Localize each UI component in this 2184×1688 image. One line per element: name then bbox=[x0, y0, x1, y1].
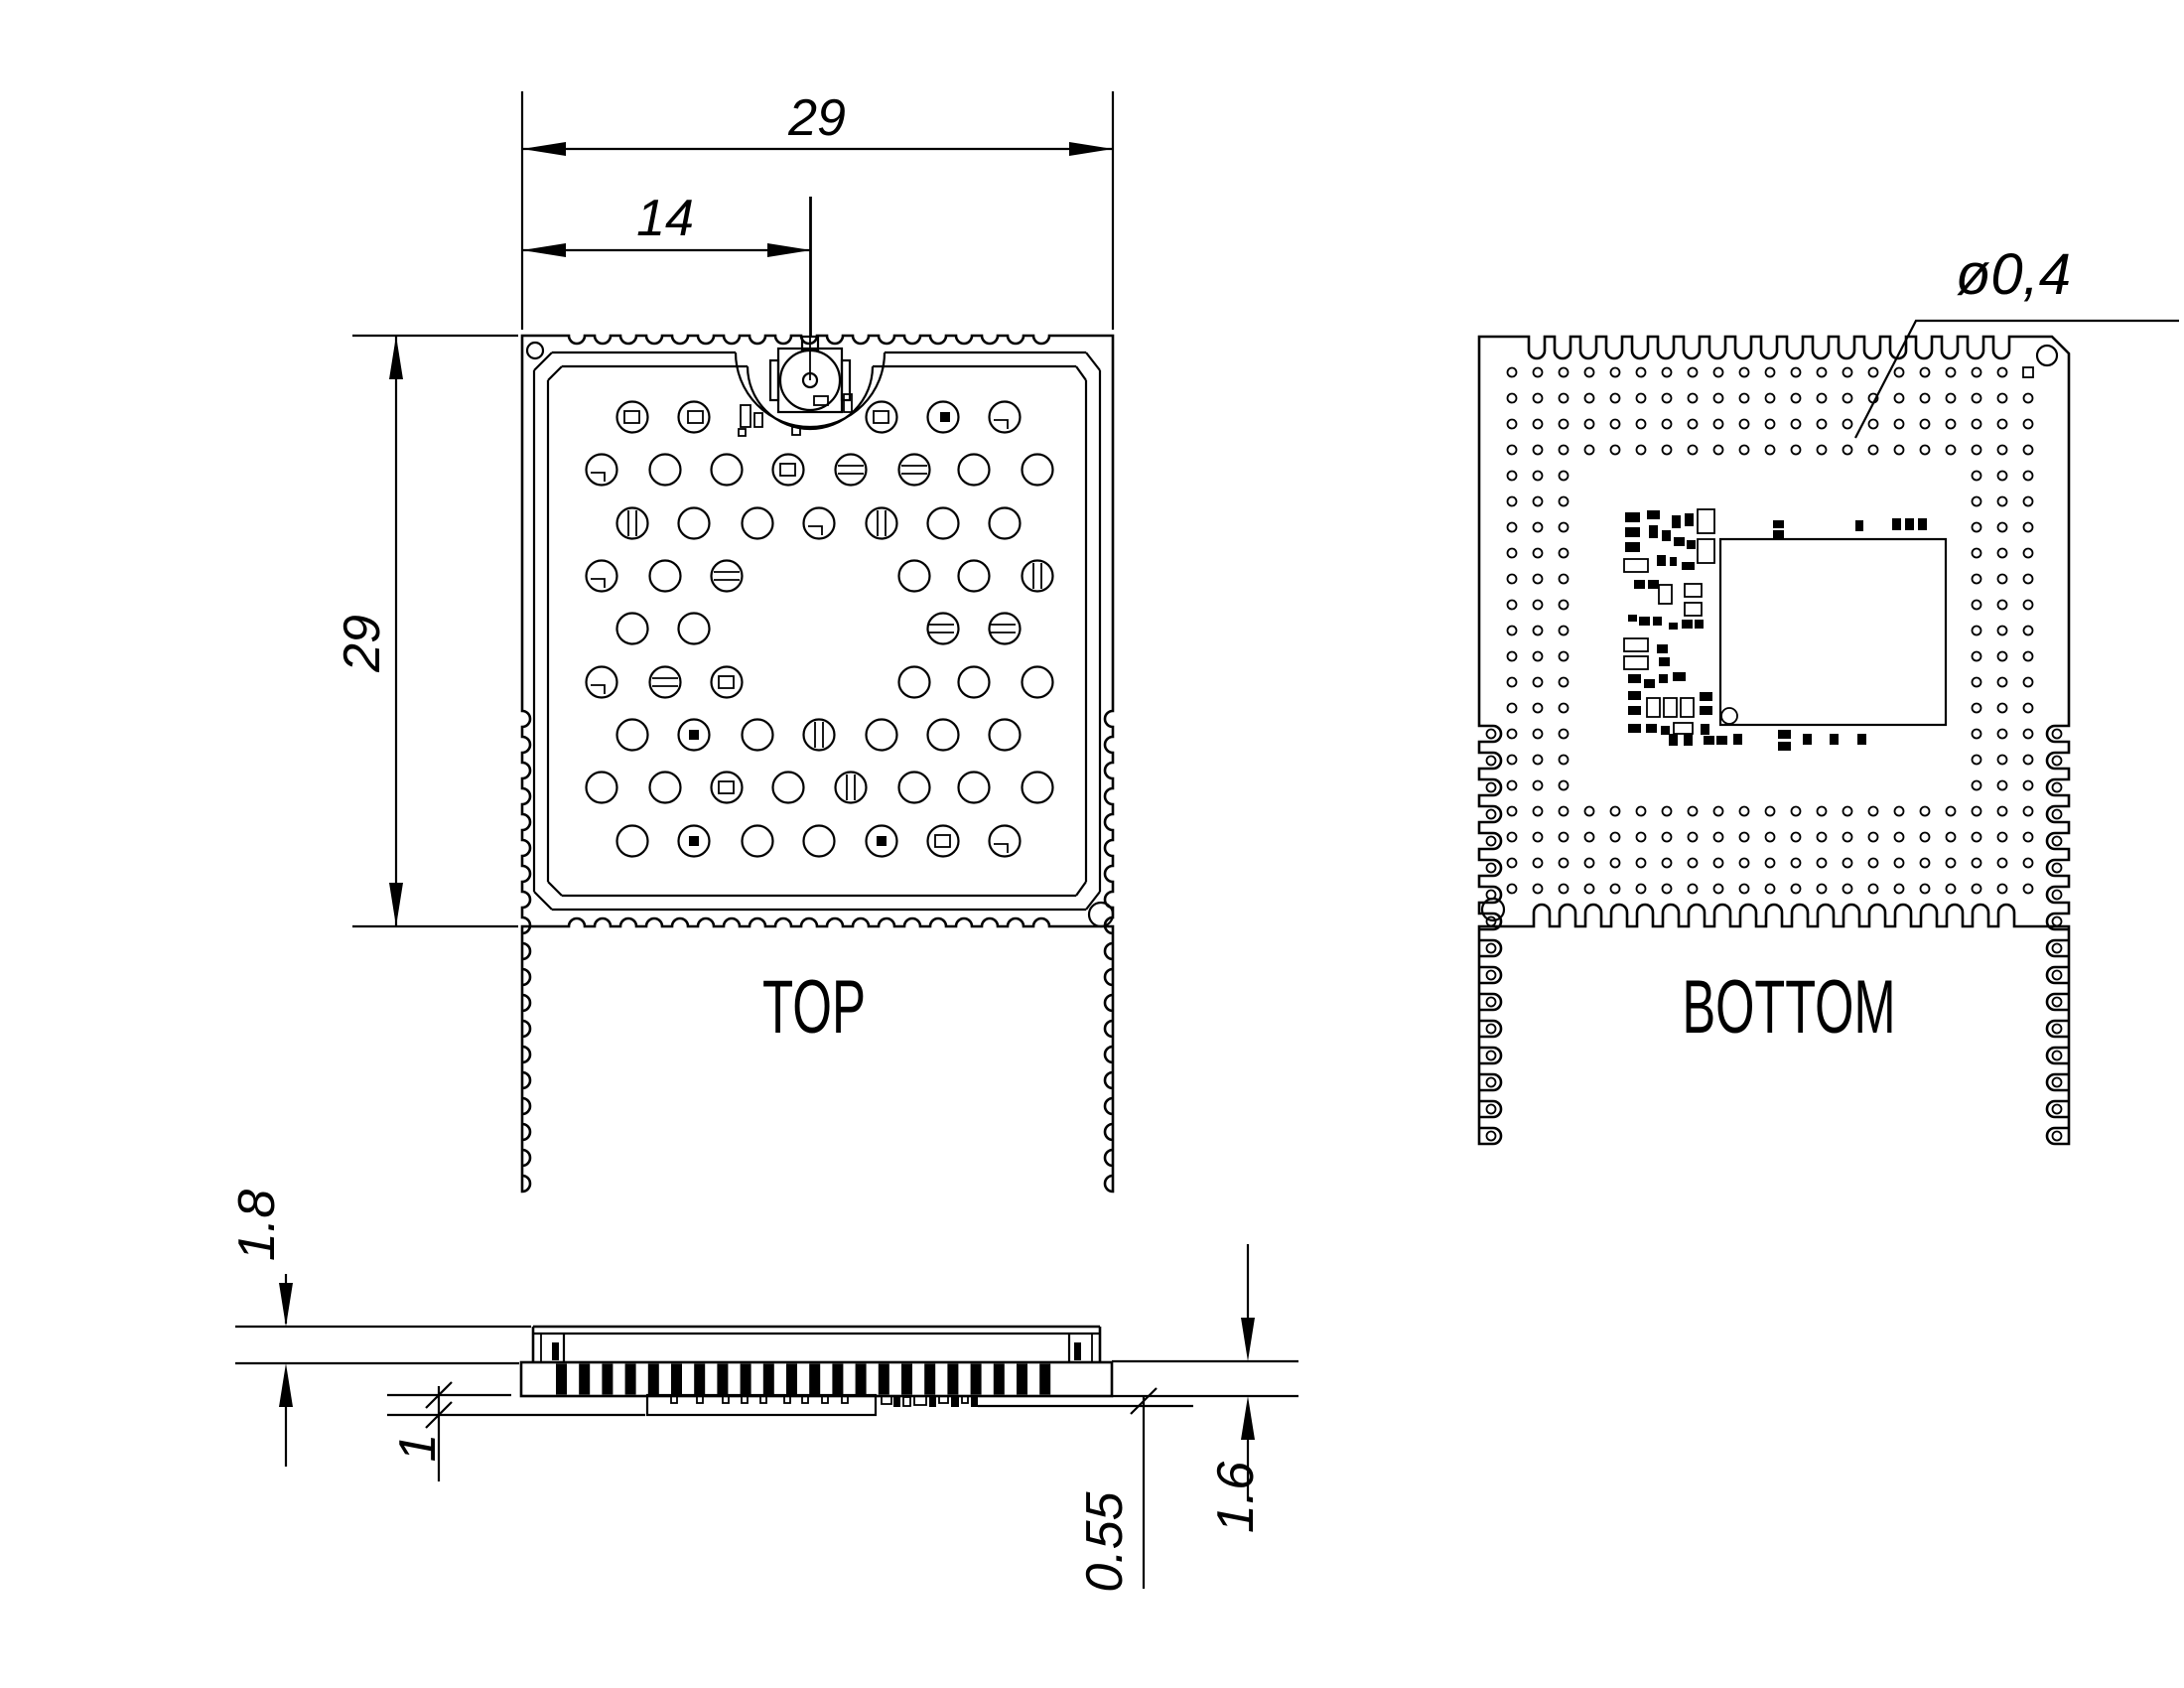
dim-antenna-offset-label: 14 bbox=[636, 190, 694, 247]
top-view-label: TOP bbox=[762, 965, 866, 1050]
dim-via-diameter-label: ø0,4 bbox=[1956, 242, 2071, 307]
dim-body-height-label: 29 bbox=[334, 615, 391, 673]
bottom-view bbox=[1477, 319, 2179, 1146]
dimension-annotations bbox=[279, 91, 1255, 1589]
bottom-view-label: BOTTOM bbox=[1683, 965, 1896, 1050]
dim-standoff-label: 1 bbox=[389, 1434, 447, 1463]
top-view bbox=[520, 197, 1115, 1194]
dim-pcb-thickness-label: 1.6 bbox=[1207, 1462, 1265, 1533]
dim-pad-height-label: 0.55 bbox=[1076, 1490, 1134, 1592]
dim-total-height-label: 1.8 bbox=[228, 1190, 286, 1261]
side-view bbox=[235, 1325, 1298, 1417]
dim-body-width-label: 29 bbox=[787, 89, 846, 147]
